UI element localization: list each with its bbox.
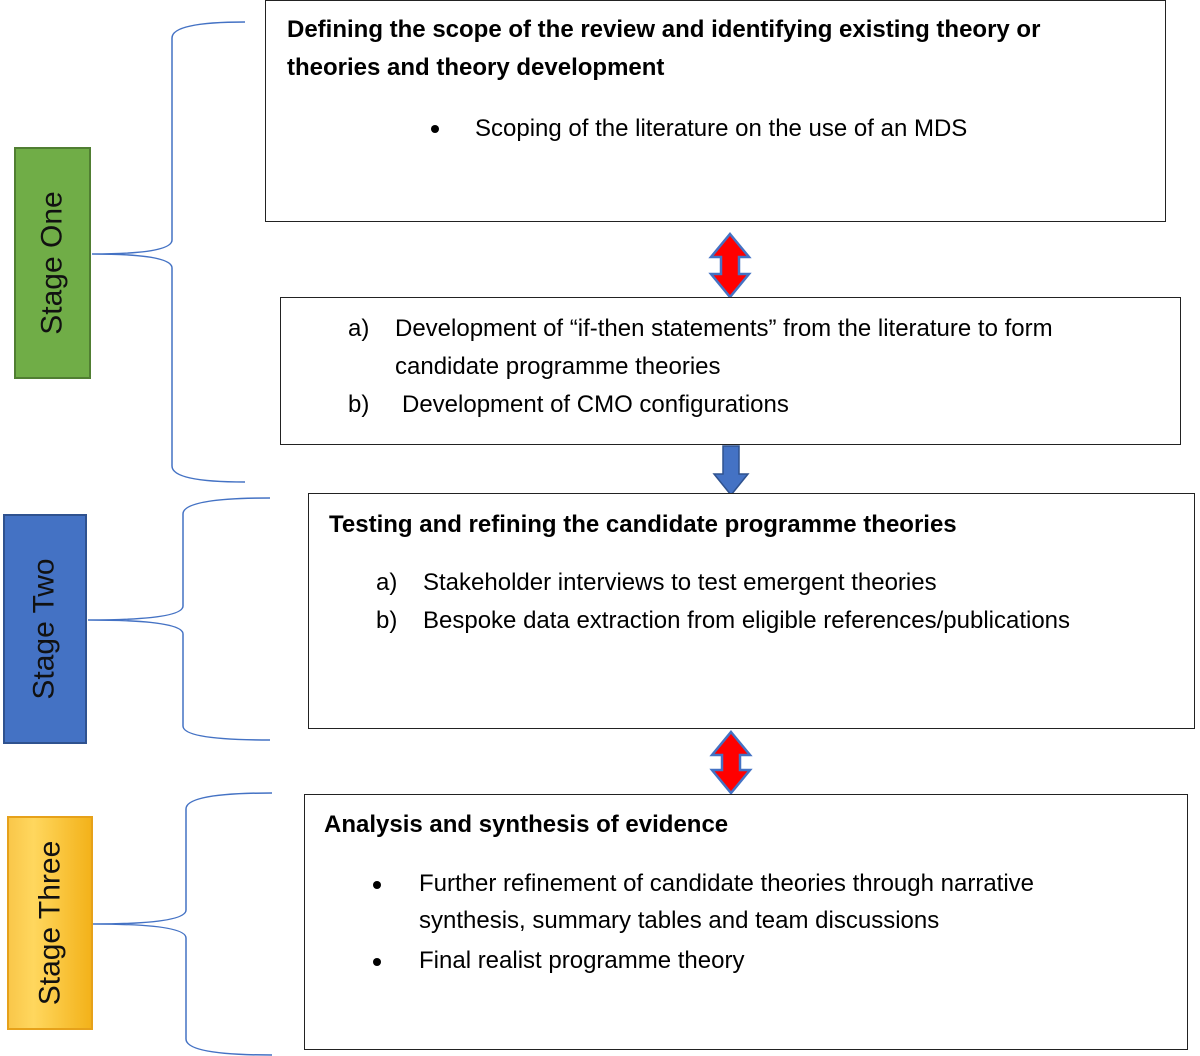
bullet-dot — [431, 125, 439, 133]
scope-box: Defining the scope of the review and ide… — [265, 0, 1166, 222]
item-b-text: Development of CMO configurations — [402, 391, 789, 418]
stage-one-bracket — [91, 21, 246, 483]
testing-box-title: Testing and refining the candidate progr… — [329, 511, 957, 538]
scope-box-title-line2: theories and theory development — [287, 54, 665, 81]
stage-two-text: Stage Two — [28, 558, 61, 700]
stage-two-label: Stage Two — [3, 514, 87, 744]
stage-two-bracket — [87, 497, 271, 741]
bullet-dot — [373, 881, 381, 889]
item-b-marker: b) — [376, 607, 398, 634]
double-arrow-1 — [708, 232, 752, 299]
testing-box: Testing and refining the candidate progr… — [308, 493, 1195, 729]
stage-three-label: Stage Three — [7, 816, 93, 1030]
item-b-marker: b) — [348, 391, 370, 418]
analysis-box-title: Analysis and synthesis of evidence — [324, 811, 729, 838]
item-a-line1: Development of “if-then statements” from… — [395, 315, 1053, 342]
double-arrow-2 — [709, 730, 753, 795]
item-b-text: Bespoke data extraction from eligible re… — [423, 607, 1071, 634]
candidate-theories-box: a) Development of “if-then statements” f… — [280, 297, 1181, 445]
stage-one-label: Stage One — [14, 147, 91, 379]
bullet-dot — [373, 958, 381, 966]
item-a-marker: a) — [376, 569, 398, 596]
stage-three-bracket — [92, 792, 273, 1056]
scope-bullet-text: Scoping of the literature on the use of … — [475, 115, 968, 142]
analysis-bullet1-line1: Further refinement of candidate theories… — [419, 870, 1035, 897]
item-a-marker: a) — [348, 315, 370, 342]
down-arrow — [712, 445, 750, 497]
analysis-bullet2-text: Final realist programme theory — [419, 947, 745, 974]
item-a-text: Stakeholder interviews to test emergent … — [423, 569, 937, 596]
stage-one-text: Stage One — [35, 191, 69, 335]
scope-box-title-line1: Defining the scope of the review and ide… — [287, 16, 1041, 43]
item-a-line2: candidate programme theories — [395, 353, 721, 380]
analysis-bullet1-line2: synthesis, summary tables and team discu… — [419, 907, 940, 934]
analysis-box: Analysis and synthesis of evidence Furth… — [304, 794, 1188, 1050]
stage-three-text: Stage Three — [33, 840, 66, 1006]
